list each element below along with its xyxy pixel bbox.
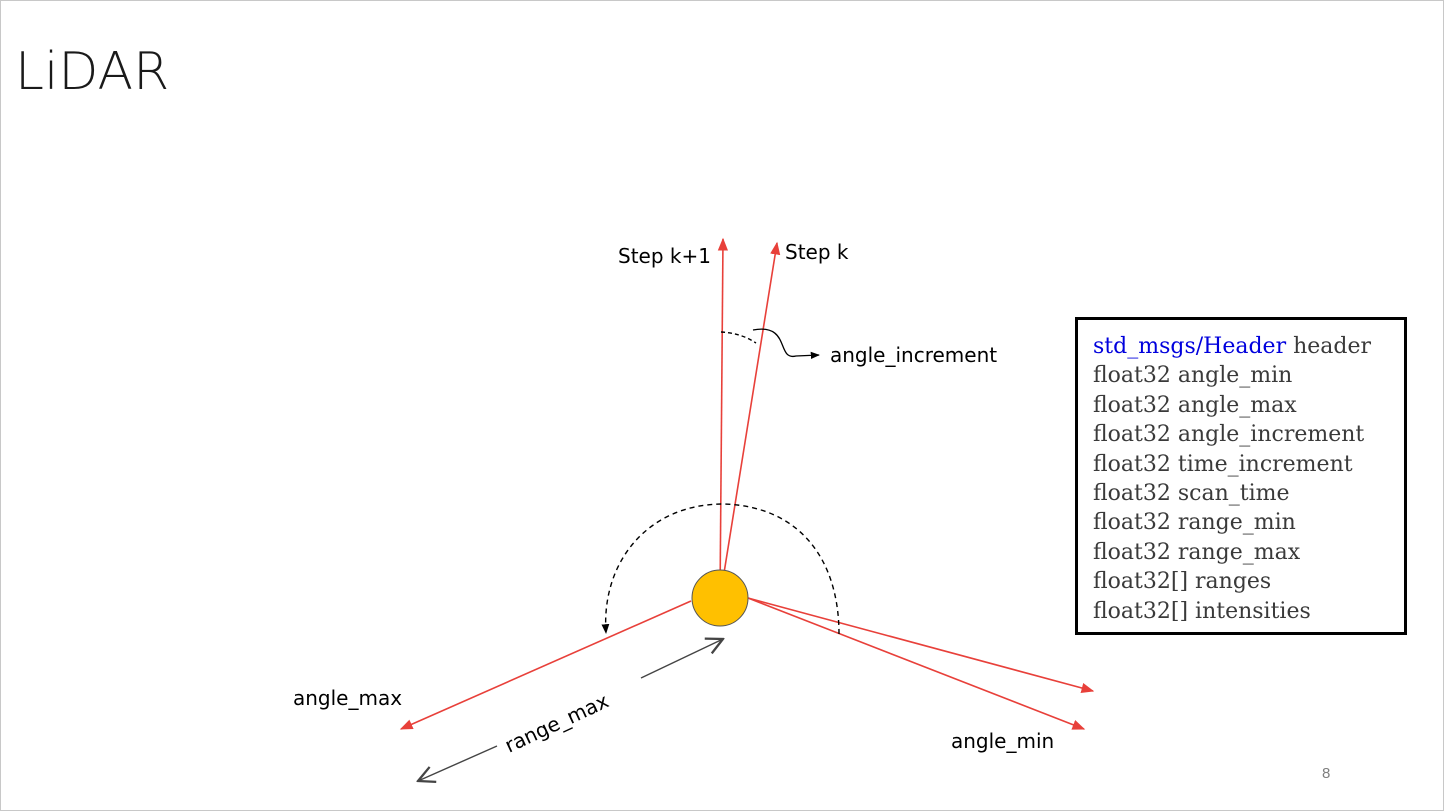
beam-angle-max (399, 600, 692, 730)
label-range-max: range_max (501, 688, 613, 757)
message-field: float32 range_min (1093, 510, 1296, 536)
label-step-k: Step k (785, 240, 849, 264)
beam-right-upper (747, 597, 1095, 693)
message-field: float32 angle_max (1093, 392, 1297, 418)
range-max-arrow-upper (640, 639, 723, 679)
message-field: float32 range_max (1093, 539, 1301, 565)
range-max-arrow-lower (418, 745, 498, 781)
label-angle-min: angle_min (951, 729, 1054, 753)
angle-increment-arc (720, 331, 757, 344)
message-field: float32[] intensities (1093, 598, 1311, 624)
message-header-line: std_msgs/Header header (1093, 332, 1404, 361)
message-field: float32 scan_time (1093, 481, 1290, 507)
scan-range-arc (601, 503, 840, 635)
beam-step-k-plus-1 (717, 237, 729, 599)
label-angle-increment: angle_increment (830, 343, 997, 367)
beam-angle-min (747, 597, 1086, 730)
slide-title: LiDAR (15, 42, 170, 102)
lidar-sensor (691, 569, 749, 627)
angle-increment-callout (752, 328, 820, 359)
laserscan-message-definition: std_msgs/Header header float32 angle_min… (1075, 317, 1407, 635)
beam-step-k (719, 241, 781, 599)
header-type-link[interactable]: std_msgs/Header (1093, 334, 1287, 359)
message-field: float32 angle_increment (1093, 422, 1365, 448)
label-angle-max: angle_max (293, 686, 402, 710)
page-number: 8 (1322, 765, 1331, 782)
message-field: float32 time_increment (1093, 451, 1353, 477)
message-field: float32[] ranges (1093, 569, 1272, 595)
message-field: float32 angle_min (1093, 363, 1293, 389)
label-step-k-plus-1: Step k+1 (618, 244, 711, 268)
header-field-name: header (1286, 334, 1372, 359)
